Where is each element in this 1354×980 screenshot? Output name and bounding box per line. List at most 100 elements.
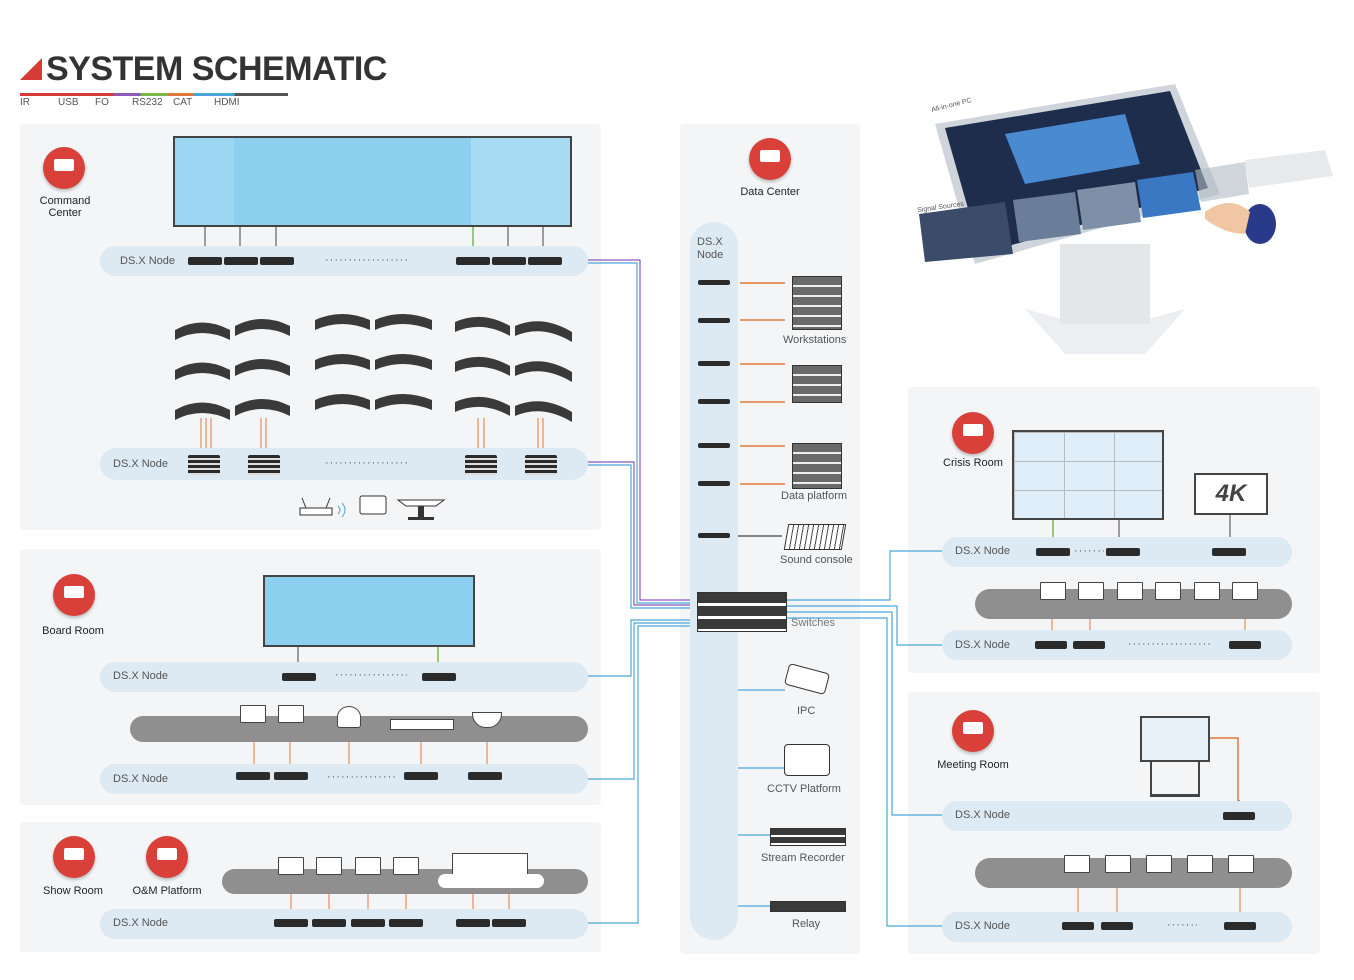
monitor-icon (1064, 855, 1090, 873)
page-title: SYSTEM SCHEMATIC (46, 50, 387, 88)
node-device (188, 455, 220, 475)
conference-table-icon (438, 874, 544, 888)
om-platform-label: O&M Platform (132, 885, 202, 897)
node-device (1223, 812, 1255, 820)
dots: ·················· (325, 457, 409, 469)
node-device (1106, 548, 1140, 556)
workstations-server-rack (792, 276, 842, 330)
stream-recorder-label: Stream Recorder (761, 852, 845, 864)
node-device (1035, 641, 1067, 649)
node-device (312, 919, 346, 927)
node-device (1101, 922, 1133, 930)
om-platform-icon (146, 836, 188, 878)
monitor-icon (1232, 582, 1258, 600)
dots: ·················· (325, 254, 409, 266)
node-device (492, 257, 526, 265)
interactive-display-icon (1140, 716, 1210, 762)
node-label: DS.X Node (113, 917, 169, 929)
stream-recorder-icon (770, 828, 846, 846)
node-device (404, 772, 438, 780)
node-device (698, 481, 730, 486)
node-device (465, 455, 497, 475)
board-room-icon (53, 574, 95, 616)
switch-box-icon (390, 719, 454, 730)
node-device (698, 443, 730, 448)
node-device (422, 673, 456, 681)
node-label: DS.X Node (955, 920, 1011, 932)
crisis-room-videowall (1012, 430, 1164, 520)
node-device (1036, 548, 1070, 556)
command-center-node-strip-bottom (100, 448, 588, 480)
sound-console-icon (783, 524, 847, 550)
meeting-room-label: Meeting Room (937, 759, 1009, 771)
node-label: DS.X Node (113, 773, 169, 785)
node-device (236, 772, 270, 780)
node-device (260, 257, 294, 265)
node-device (528, 257, 562, 265)
peripheral-devices (299, 495, 446, 520)
title-mark-icon (20, 58, 42, 80)
show-room-label: Show Room (43, 885, 103, 897)
node-device (492, 919, 526, 927)
board-room-label: Board Room (42, 625, 104, 637)
meeting-room-icon (952, 710, 994, 752)
node-device (351, 919, 385, 927)
legend-ir: IR (20, 97, 30, 108)
node-device (282, 673, 316, 681)
command-center-label: Command Center (39, 195, 91, 219)
node-device (1229, 641, 1261, 649)
crisis-room-label: Crisis Room (943, 457, 1003, 469)
switches-label: Switches (791, 617, 836, 629)
data-platform-server-rack (792, 443, 842, 489)
command-center-icon (43, 147, 85, 189)
command-center-videowall (173, 136, 572, 227)
node-device (274, 772, 308, 780)
sound-console-label: Sound console (780, 554, 853, 566)
workstations-label: Workstations (783, 334, 847, 346)
dots: ·················· (1074, 545, 1104, 557)
node-device (468, 772, 502, 780)
relay-icon (770, 901, 846, 912)
data-center-icon (749, 138, 791, 180)
node-device (389, 919, 423, 927)
node-label: DS.X Node (955, 639, 1011, 651)
node-device (456, 919, 490, 927)
4k-tv-icon: 4K (1194, 473, 1268, 515)
node-device (1212, 548, 1246, 556)
show-room-icon (53, 836, 95, 878)
relay-label: Relay (792, 918, 821, 930)
dots: ·················· (327, 771, 395, 783)
data-center-label: Data Center (740, 186, 800, 198)
node-device (698, 533, 730, 538)
monitor-icon (1194, 582, 1220, 600)
legend-bar (20, 93, 288, 96)
node-device (698, 318, 730, 323)
legend-usb: USB (58, 97, 79, 108)
data-platform-label: Data platform (781, 490, 848, 502)
board-room-screen (263, 575, 475, 647)
dots: ·················· (1167, 919, 1197, 931)
node-device (698, 280, 730, 285)
node-label: DS.X Node (113, 458, 169, 470)
monitor-icon (1117, 582, 1143, 600)
monitor-icon (278, 705, 304, 723)
node-device (188, 257, 222, 265)
legend-cat: CAT (173, 97, 193, 108)
node-device (456, 257, 490, 265)
board-room-node-strip-bottom (100, 764, 588, 794)
monitor-icon (316, 857, 342, 875)
cctv-platform-icon (784, 744, 830, 776)
board-room-node-strip-top (100, 662, 588, 692)
camera-icon (337, 706, 361, 728)
monitor-icon (1187, 855, 1213, 873)
dots: ·················· (335, 669, 407, 681)
monitor-icon (355, 857, 381, 875)
node-label: DS.X Node (120, 255, 176, 267)
monitor-icon (1105, 855, 1131, 873)
crisis-room-icon (952, 412, 994, 454)
node-device (1062, 922, 1094, 930)
node-label: DS.X Node (955, 545, 1011, 557)
monitor-icon (1228, 855, 1254, 873)
node-device (1224, 922, 1256, 930)
